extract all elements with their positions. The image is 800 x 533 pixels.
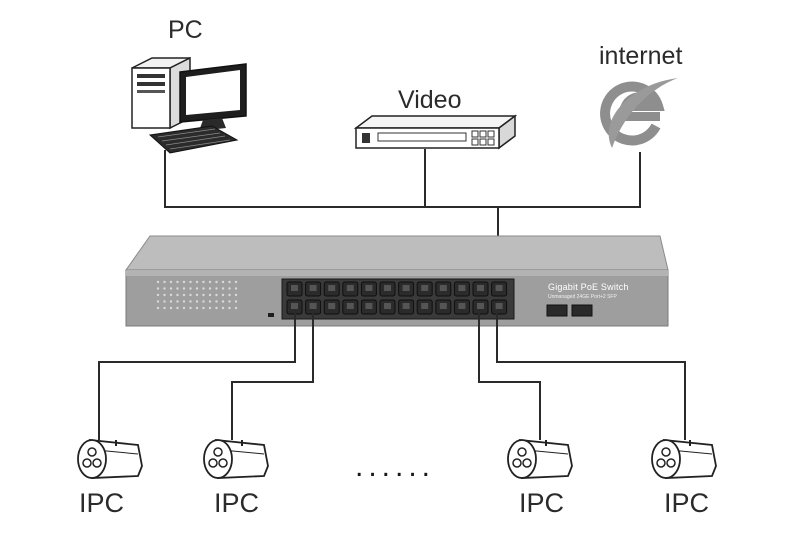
switch-subtitle: Unmanaged 24GE Port+2 SFP [548,294,617,300]
ip-camera-icon [77,438,143,479]
ipc1-link [98,310,296,440]
internet-explorer-icon [600,78,678,148]
video-recorder-icon [353,114,518,150]
ipc-label-3: IPC [519,488,565,518]
rj45-port-group [286,281,508,315]
ipc-label-2: IPC [214,488,260,518]
switch-title: Gigabit PoE Switch [548,282,629,292]
pc-link [164,150,498,208]
ip-camera-icon [507,438,573,479]
pc-label: PC [168,16,203,44]
poe-switch [125,235,669,327]
video-label: Video [398,86,462,114]
more-cameras-ellipsis: ...... [355,450,436,483]
bottom-connection-lines [98,310,686,440]
internet-label: internet [599,42,683,70]
pc-icon [131,56,247,154]
ipc-label-1: IPC [79,488,125,518]
ipc3-link [478,310,541,440]
ipc2-link [231,310,314,440]
internet-link [498,152,641,208]
ip-camera-icon [651,438,717,479]
ipc4-link [496,310,686,440]
sfp-port-1 [546,304,568,317]
sfp-port-2 [571,304,593,317]
ipc-label-4: IPC [664,488,710,518]
ip-camera-icon [203,438,269,479]
led-indicator-grid [156,280,238,310]
